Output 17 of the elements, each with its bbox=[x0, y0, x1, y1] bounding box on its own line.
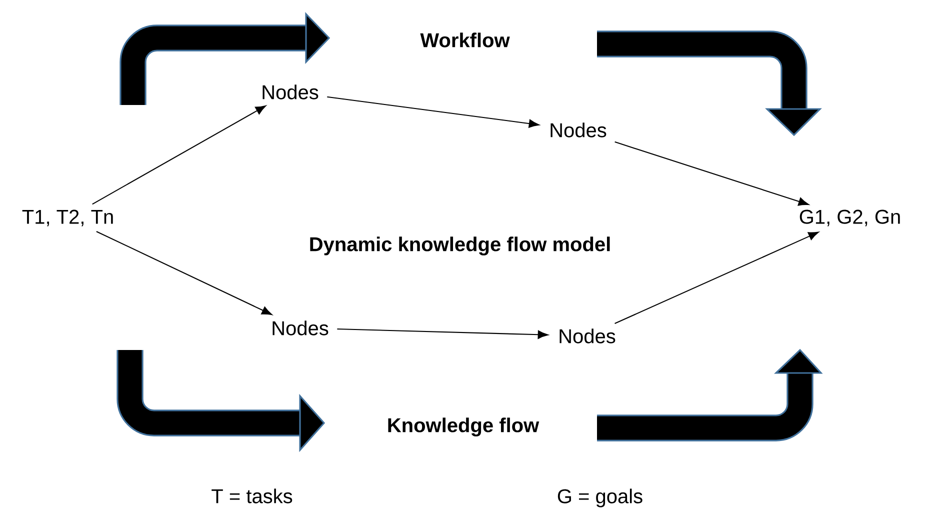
arrow bbox=[96, 231, 272, 316]
note: G = goals bbox=[558, 488, 642, 508]
arrow bbox=[614, 141, 809, 206]
node-label: G1, G2, Gn bbox=[800, 210, 900, 226]
node-label: Nodes bbox=[560, 328, 616, 344]
heading: Workflow bbox=[420, 32, 510, 48]
node-label: T1, T2, Tn bbox=[22, 210, 113, 226]
arrow bbox=[327, 96, 540, 128]
node-label: Nodes bbox=[550, 122, 606, 138]
arrow bbox=[614, 232, 819, 324]
arrow bbox=[92, 105, 266, 205]
heading: Dynamic knowledge flow model bbox=[310, 236, 610, 256]
node-label: Nodes bbox=[262, 84, 318, 100]
note: T = tasks bbox=[212, 488, 292, 504]
heading: Knowledge flow bbox=[388, 418, 540, 436]
node-label: Nodes bbox=[272, 320, 328, 336]
arrow bbox=[337, 328, 548, 339]
